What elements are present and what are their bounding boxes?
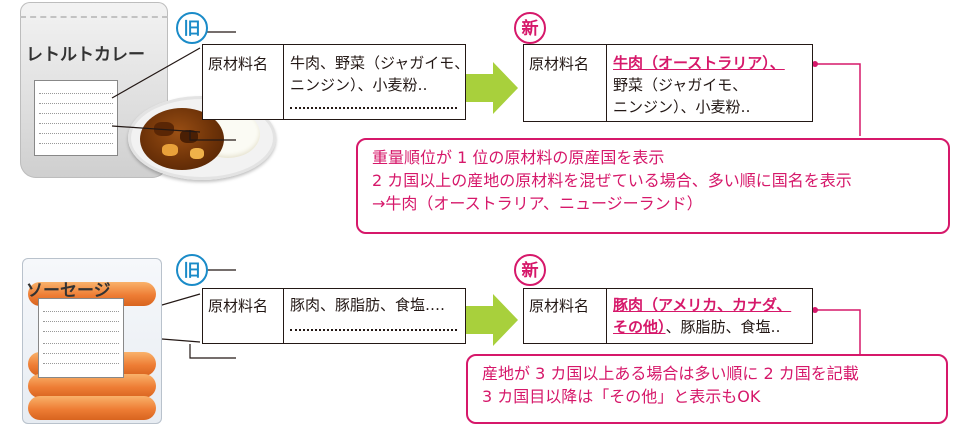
sausage-old-dots	[290, 329, 457, 331]
sausage-note-box: 産地が 3 カ国以上ある場合は多い順に 2 カ国を記載 3 カ国目以降は「その他…	[466, 354, 948, 424]
curry-new-table: 原材料名 牛肉（オーストラリア）、 野菜（ジャガイモ、 ニンジン）、小麦粉‥	[523, 44, 813, 122]
curry-old-label: 原材料名	[208, 55, 269, 73]
curry-package-seal	[20, 2, 168, 18]
curry-note-line: 重量順位が 1 位の原材料の原産国を表示	[372, 148, 665, 167]
sausage-old-table: 原材料名 豚肉、豚脂肪、食塩‥‥	[202, 288, 466, 344]
sausage-new-line2: その他）、豚脂肪、食塩‥	[613, 317, 781, 337]
sausage-old-label: 原材料名	[208, 297, 269, 315]
curry-new-badge: 新	[514, 12, 546, 44]
sausage-package-label	[38, 298, 124, 378]
curry-old-line2: ニンジン）、小麦粉‥	[290, 76, 428, 94]
curry-note-line: 2 カ国以上の産地の原材料を混ぜている場合、多い順に国名を表示	[372, 171, 852, 190]
curry-new-line3: ニンジン）、小麦粉‥	[613, 98, 751, 116]
curry-old-dots	[290, 107, 457, 109]
curry-new-line2: 野菜（ジャガイモ、	[613, 76, 748, 94]
curry-callout-top-line	[111, 47, 201, 99]
curry-old-line1: 牛肉、野菜（ジャガイモ、	[290, 54, 470, 72]
curry-old-badge: 旧	[176, 12, 208, 44]
curry-new-highlight: 牛肉（オーストラリア）、	[613, 54, 785, 72]
sausage-new-highlight2: その他）	[613, 318, 666, 336]
curry-new-label: 原材料名	[529, 55, 590, 73]
sausage-new-label: 原材料名	[529, 297, 590, 315]
sausage-arrow	[455, 294, 518, 346]
curry-note-connector	[815, 63, 861, 136]
curry-old-table: 原材料名 牛肉、野菜（ジャガイモ、 ニンジン）、小麦粉‥	[202, 44, 470, 120]
sausage-new-highlight1: 豚肉（アメリカ、カナダ、	[613, 296, 792, 314]
curry-package-label	[34, 80, 118, 156]
curry-arrow	[455, 62, 518, 114]
sausage-note-connector	[815, 309, 861, 356]
sausage-new-rest2: 、豚脂肪、食塩‥	[665, 318, 781, 336]
curry-callout-bottom-line	[111, 125, 201, 133]
sausage-old-bracket-bottom	[189, 344, 236, 359]
sausage-package-title: ソーセージ	[26, 281, 111, 301]
curry-old-bracket-bottom	[189, 130, 236, 141]
curry-note-box: 重量順位が 1 位の原材料の原産国を表示 2 カ国以上の産地の原材料を混ぜている…	[356, 138, 950, 234]
sausage-new-badge: 新	[514, 254, 546, 286]
curry-note-connector-dot	[812, 61, 818, 67]
sausage-note-connector-dot	[812, 307, 818, 313]
curry-package-title: レトルトカレー	[26, 45, 145, 65]
sausage-old-line1: 豚肉、豚脂肪、食塩‥‥	[290, 296, 446, 314]
curry-note-line: →牛肉（オーストラリア、ニュージーランド）	[372, 194, 703, 213]
sausage-note-line: 3 カ国目以降は「その他」と表示もOK	[482, 387, 761, 406]
sausage-note-line: 産地が 3 カ国以上ある場合は多い順に 2 カ国を記載	[482, 364, 859, 383]
sausage-new-table: 原材料名 豚肉（アメリカ、カナダ、 その他）、豚脂肪、食塩‥	[523, 288, 813, 344]
sausage-old-badge: 旧	[176, 254, 208, 286]
